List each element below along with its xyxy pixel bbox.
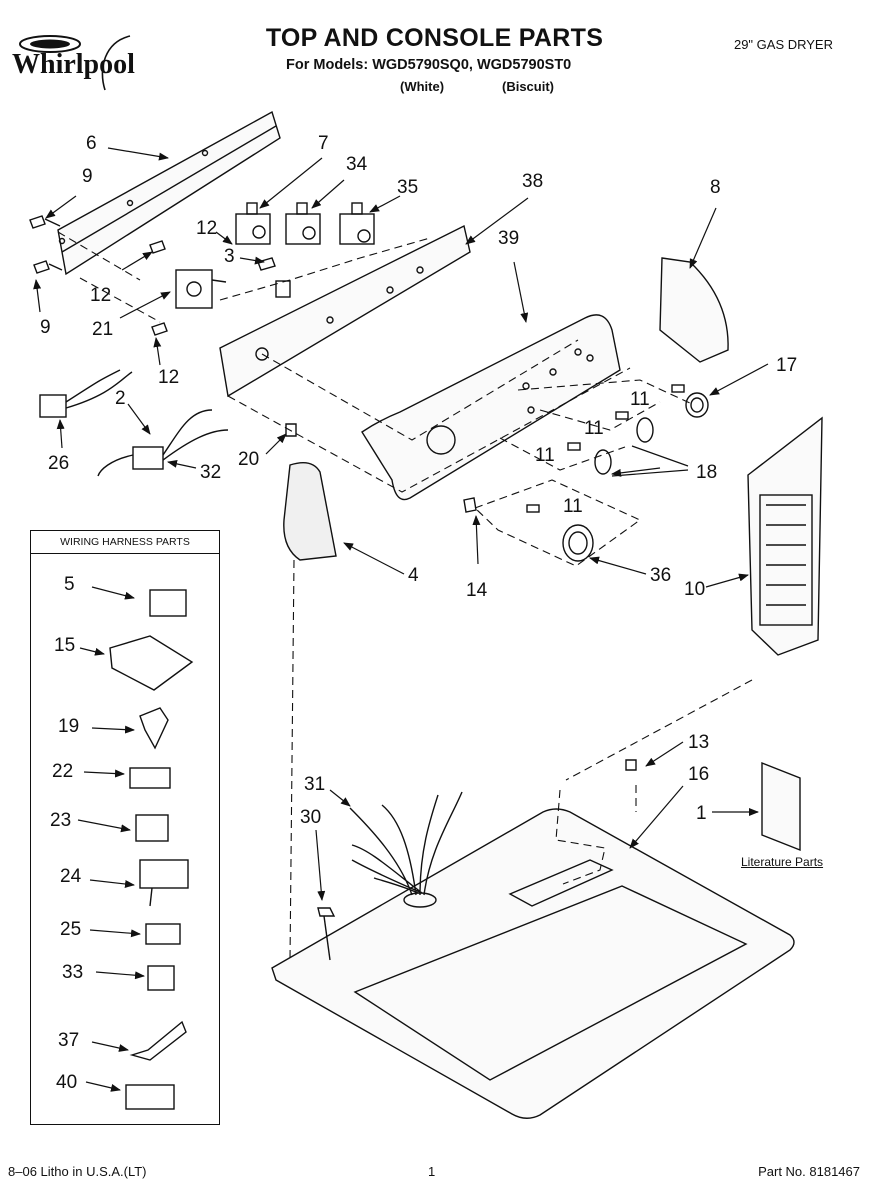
callout-20: 20: [238, 449, 260, 470]
connector-23: [135, 814, 169, 842]
callout-3: 3: [224, 246, 235, 267]
callout-2: 2: [115, 388, 126, 409]
callout-24: 24: [60, 866, 82, 887]
timer-21: [175, 269, 227, 309]
lint-screen-10: [747, 416, 823, 656]
connector-40: [125, 1084, 175, 1110]
footer-print-info: 8–06 Litho in U.S.A.(LT): [8, 1164, 147, 1179]
connector-22: [129, 767, 171, 789]
callout-10: 10: [684, 579, 706, 600]
top-panel-16: [271, 808, 795, 1119]
callout-4: 4: [408, 565, 419, 586]
callout-13: 13: [688, 732, 710, 753]
callout-16: 16: [688, 764, 710, 785]
callout-12-a: 12: [196, 218, 218, 239]
knob-36: [562, 524, 594, 562]
page-title: TOP AND CONSOLE PARTS: [265, 24, 604, 52]
screw-9-bottom: [33, 260, 63, 274]
callout-14: 14: [466, 580, 488, 601]
callout-12-b: 12: [90, 285, 112, 306]
wiring-harness-title: WIRING HARNESS PARTS: [30, 530, 220, 554]
bracket-30: [317, 907, 336, 961]
literature-1: [761, 761, 801, 852]
terminal-37: [129, 1020, 187, 1061]
screw-12-b: [151, 322, 168, 336]
callout-39: 39: [498, 228, 520, 249]
literature-parts-label: Literature Parts: [741, 855, 824, 869]
color-white-label: (White): [400, 79, 445, 94]
callout-15: 15: [54, 635, 76, 656]
knob-17: [685, 392, 709, 418]
svg-text:Whirlpool: Whirlpool: [12, 49, 135, 80]
spring-clips-11: [526, 384, 685, 513]
connector-33: [147, 965, 175, 991]
callout-17: 17: [776, 355, 798, 376]
callout-30: 30: [300, 807, 322, 828]
connector-15: [109, 635, 194, 691]
connector-5: [149, 589, 187, 617]
knob-18-b: [594, 449, 612, 475]
wire-bundle-31: [349, 791, 463, 908]
end-cap-8: [659, 257, 729, 363]
part-number: Part No. 8181467: [758, 1164, 860, 1179]
color-biscuit-label: (Biscuit): [502, 79, 554, 94]
callout-32: 32: [200, 462, 222, 483]
callout-19: 19: [58, 716, 80, 737]
knob-18-a: [636, 417, 654, 443]
console-39: [361, 314, 621, 501]
callout-34: 34: [346, 154, 368, 175]
callout-6: 6: [86, 133, 97, 154]
switch-34: [285, 202, 321, 245]
callout-9-bottom: 9: [40, 317, 51, 338]
connector-24: [139, 859, 189, 907]
switch-35: [339, 202, 375, 245]
end-cap-4: [283, 462, 337, 561]
callout-33: 33: [62, 962, 84, 983]
callout-40: 40: [56, 1072, 78, 1093]
callout-26: 26: [48, 453, 70, 474]
control-panel-38: [219, 224, 471, 398]
callout-35: 35: [397, 177, 419, 198]
callout-18: 18: [696, 462, 718, 483]
callout-1: 1: [696, 803, 707, 824]
screw-12-a: [149, 240, 166, 254]
callout-8: 8: [710, 177, 721, 198]
wiring-harness-box: [30, 530, 220, 1125]
callout-11-d: 11: [563, 496, 583, 517]
callout-9-top: 9: [82, 166, 93, 187]
screw-3: [257, 257, 291, 298]
page-number: 1: [428, 1164, 436, 1179]
callout-11-a: 11: [630, 389, 650, 410]
callout-22: 22: [52, 761, 74, 782]
harness-26: [39, 369, 133, 418]
screw-20: [285, 423, 297, 437]
whirlpool-logo: Whirlpool: [12, 35, 135, 91]
callout-21: 21: [92, 319, 114, 340]
callout-38: 38: [522, 171, 544, 192]
screw-14: [463, 497, 477, 513]
callout-31: 31: [304, 774, 326, 795]
screw-13: [625, 759, 637, 771]
rear-bracket: [57, 110, 281, 276]
callout-37: 37: [58, 1030, 80, 1051]
callout-11-b: 11: [584, 418, 604, 439]
callout-23: 23: [50, 810, 72, 831]
harness-32: [97, 409, 229, 477]
callout-5: 5: [64, 574, 75, 595]
product-type: 29" GAS DRYER: [733, 37, 833, 52]
callout-25: 25: [60, 919, 82, 940]
screw-9-top: [29, 215, 61, 229]
model-numbers: For Models: WGD5790SQ0, WGD5790ST0: [286, 57, 572, 73]
callout-12-c: 12: [158, 367, 180, 388]
callout-7: 7: [318, 133, 329, 154]
connector-25: [145, 923, 181, 945]
callout-36: 36: [650, 565, 672, 586]
switch-7: [235, 202, 271, 245]
callout-11-c: 11: [535, 445, 555, 466]
clip-19: [139, 707, 169, 750]
